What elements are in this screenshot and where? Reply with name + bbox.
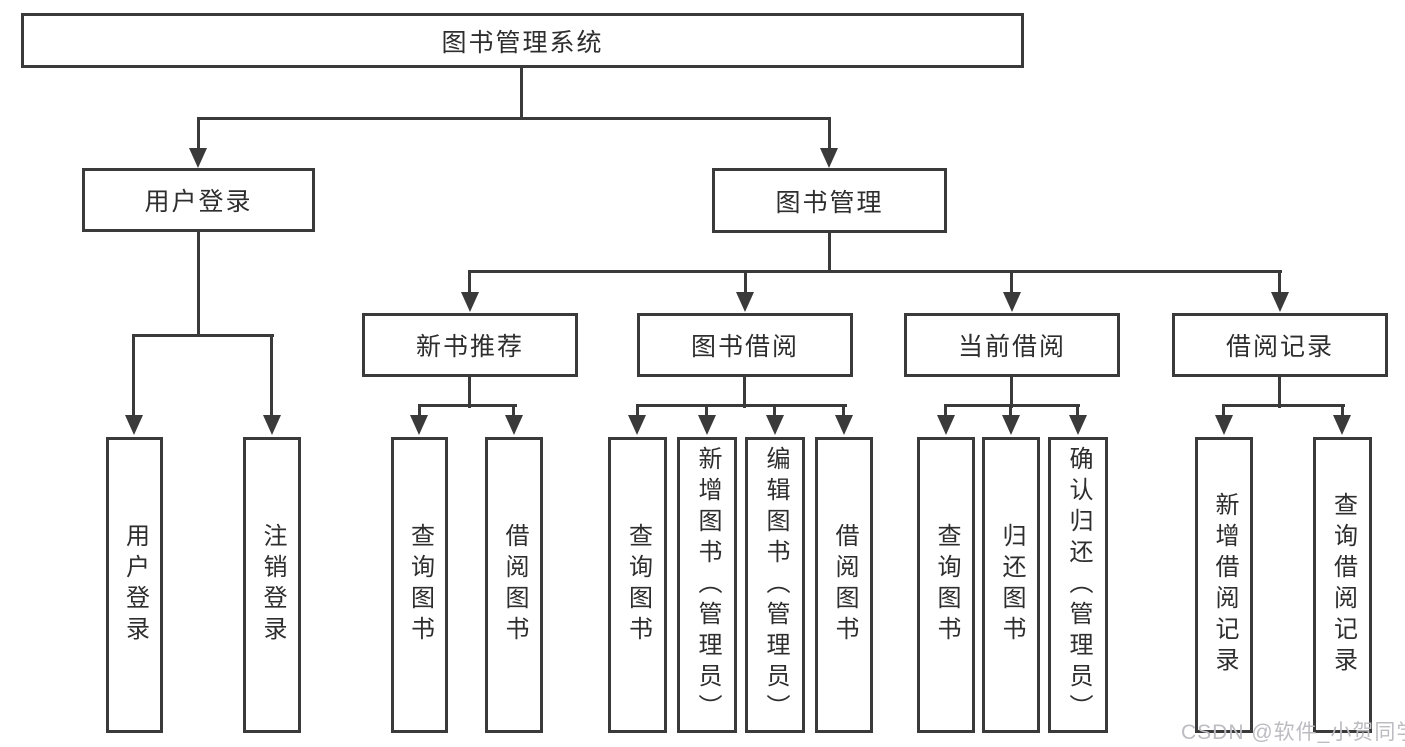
arrowhead bbox=[505, 415, 523, 435]
arrowhead bbox=[698, 415, 716, 435]
connector-line bbox=[743, 377, 746, 408]
connector-line bbox=[512, 404, 515, 418]
leaf-label: 确认归还（管理员） bbox=[1065, 445, 1092, 725]
leaf-label: 借阅图书 bbox=[501, 523, 528, 647]
arrowhead bbox=[1069, 415, 1087, 435]
leaf-label: 查询借阅记录 bbox=[1329, 492, 1357, 678]
leaf-newbooks-query-books: 查询图书 bbox=[391, 437, 448, 733]
arrowhead bbox=[1333, 415, 1351, 435]
arrowhead bbox=[410, 415, 428, 435]
leaf-logout: 注销登录 bbox=[243, 437, 301, 733]
leaf-current-return-books: 归还图书 bbox=[982, 437, 1040, 733]
connector-line bbox=[1010, 377, 1013, 408]
connector-line bbox=[418, 404, 421, 418]
leaf-records-query-record: 查询借阅记录 bbox=[1313, 437, 1372, 733]
arrowhead bbox=[1003, 292, 1021, 312]
leaf-borrow-query-books: 查询图书 bbox=[608, 437, 667, 733]
node-book-management: 图书管理 bbox=[712, 168, 947, 233]
leaf-records-add-record: 新增借阅记录 bbox=[1195, 437, 1253, 733]
connector-line bbox=[132, 334, 135, 418]
leaf-label: 编辑图书（管理员） bbox=[762, 445, 789, 725]
connector-line bbox=[1009, 404, 1012, 418]
leaf-label: 注销登录 bbox=[259, 523, 286, 647]
leaf-label: 用户登录 bbox=[121, 523, 149, 647]
connector-line bbox=[1010, 270, 1013, 295]
node-book-borrow: 图书借阅 bbox=[637, 313, 853, 377]
connector-line bbox=[1076, 404, 1079, 418]
leaf-current-query-books: 查询图书 bbox=[917, 437, 975, 733]
leaf-current-confirm-return-admin: 确认归还（管理员） bbox=[1048, 437, 1108, 733]
leaf-borrow-edit-books-admin: 编辑图书（管理员） bbox=[745, 437, 805, 733]
node-borrow-records: 借阅记录 bbox=[1172, 313, 1388, 377]
arrowhead bbox=[736, 292, 754, 312]
connector-line bbox=[270, 334, 273, 418]
arrowhead bbox=[937, 415, 955, 435]
arrowhead bbox=[835, 415, 853, 435]
leaf-label: 查询图书 bbox=[933, 523, 960, 647]
connector-line bbox=[418, 404, 517, 407]
node-user-login: 用户登录 bbox=[82, 168, 315, 232]
connector-line bbox=[197, 117, 200, 150]
arrowhead bbox=[1215, 415, 1233, 435]
node-current-borrow: 当前借阅 bbox=[904, 313, 1120, 377]
connector-line bbox=[773, 404, 776, 418]
arrowhead bbox=[1271, 292, 1289, 312]
connector-line bbox=[1278, 377, 1281, 408]
connector-line bbox=[1222, 404, 1225, 418]
connector-line bbox=[468, 270, 471, 295]
arrowhead bbox=[628, 415, 646, 435]
connector-line bbox=[132, 334, 274, 337]
node-root-library-management-system: 图书管理系统 bbox=[21, 13, 1024, 68]
leaf-label: 新增借阅记录 bbox=[1211, 492, 1238, 678]
connector-line bbox=[1222, 404, 1345, 407]
leaf-newbooks-borrow-books: 借阅图书 bbox=[485, 437, 543, 733]
connector-line bbox=[197, 117, 831, 120]
arrowhead bbox=[263, 415, 281, 435]
arrowhead bbox=[125, 415, 143, 435]
connector-line bbox=[944, 404, 1080, 407]
leaf-label: 借阅图书 bbox=[831, 523, 858, 647]
watermark: CSDN @软件_小贺同学 bbox=[1181, 721, 1405, 744]
arrowhead bbox=[461, 292, 479, 312]
arrowhead bbox=[1002, 415, 1020, 435]
connector-line bbox=[1341, 404, 1344, 418]
leaf-label: 查询图书 bbox=[624, 523, 652, 647]
connector-line bbox=[468, 270, 1282, 273]
connector-line bbox=[828, 117, 831, 150]
connector-line bbox=[744, 270, 747, 295]
connector-line bbox=[197, 230, 200, 337]
leaf-label: 新增图书（管理员） bbox=[694, 445, 721, 725]
leaf-label: 查询图书 bbox=[406, 523, 434, 647]
connector-line bbox=[468, 377, 471, 408]
connector-line bbox=[1278, 270, 1281, 295]
connector-line bbox=[520, 68, 523, 118]
arrowhead bbox=[766, 415, 784, 435]
connector-line bbox=[636, 404, 639, 418]
node-new-book-recommend: 新书推荐 bbox=[362, 313, 578, 377]
connector-line bbox=[705, 404, 708, 418]
connector-line bbox=[944, 404, 947, 418]
leaf-label: 归还图书 bbox=[998, 523, 1025, 647]
leaf-borrow-add-books-admin: 新增图书（管理员） bbox=[677, 437, 737, 733]
arrowhead bbox=[820, 148, 838, 168]
connector-line bbox=[842, 404, 845, 418]
connector-line bbox=[636, 404, 847, 407]
connector-line bbox=[828, 233, 831, 273]
leaf-borrow-borrow-books: 借阅图书 bbox=[815, 437, 873, 733]
leaf-user-login: 用户登录 bbox=[106, 437, 163, 733]
arrowhead bbox=[189, 148, 207, 168]
